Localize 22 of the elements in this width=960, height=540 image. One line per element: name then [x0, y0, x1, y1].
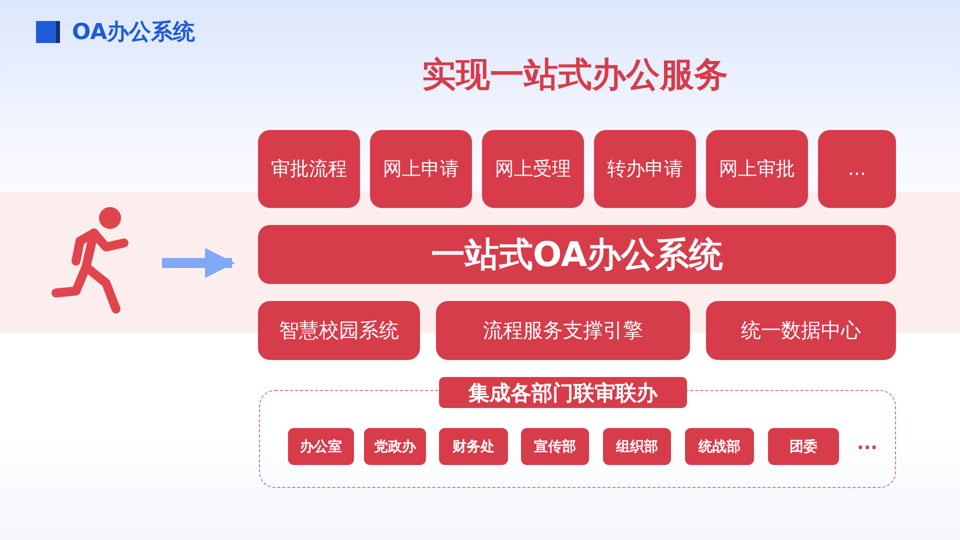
function-box: 统一数据中心: [706, 301, 896, 360]
department-box: 团委: [768, 428, 839, 465]
department-box: 办公室: [288, 428, 354, 465]
function-box: 智慧校园系统: [258, 301, 420, 360]
arrow: [162, 248, 235, 278]
title: 实现一站式办公服务: [421, 54, 729, 97]
system-box: 一站式OA办公系统: [258, 225, 896, 284]
function-box: 网上审批: [706, 130, 808, 208]
department-box: 党政办: [364, 428, 426, 465]
header-text: OA办公系统: [72, 19, 196, 47]
function-box: 审批流程: [258, 130, 360, 208]
function-box: 流程服务支撑引擎: [436, 301, 690, 360]
department-box: 统战部: [685, 428, 754, 465]
department-box: 宣传部: [521, 428, 589, 465]
department-box: 组织部: [603, 428, 671, 465]
function-box: 网上申请: [370, 130, 472, 208]
function-box: ...: [818, 130, 896, 208]
department-box: 财务处: [439, 428, 508, 465]
function-box: 网上受理: [482, 130, 584, 208]
ellipsis-text: ...: [857, 433, 878, 454]
group-heading: 集成各部门联审联办: [439, 377, 687, 408]
function-box: 转办申请: [594, 130, 696, 208]
